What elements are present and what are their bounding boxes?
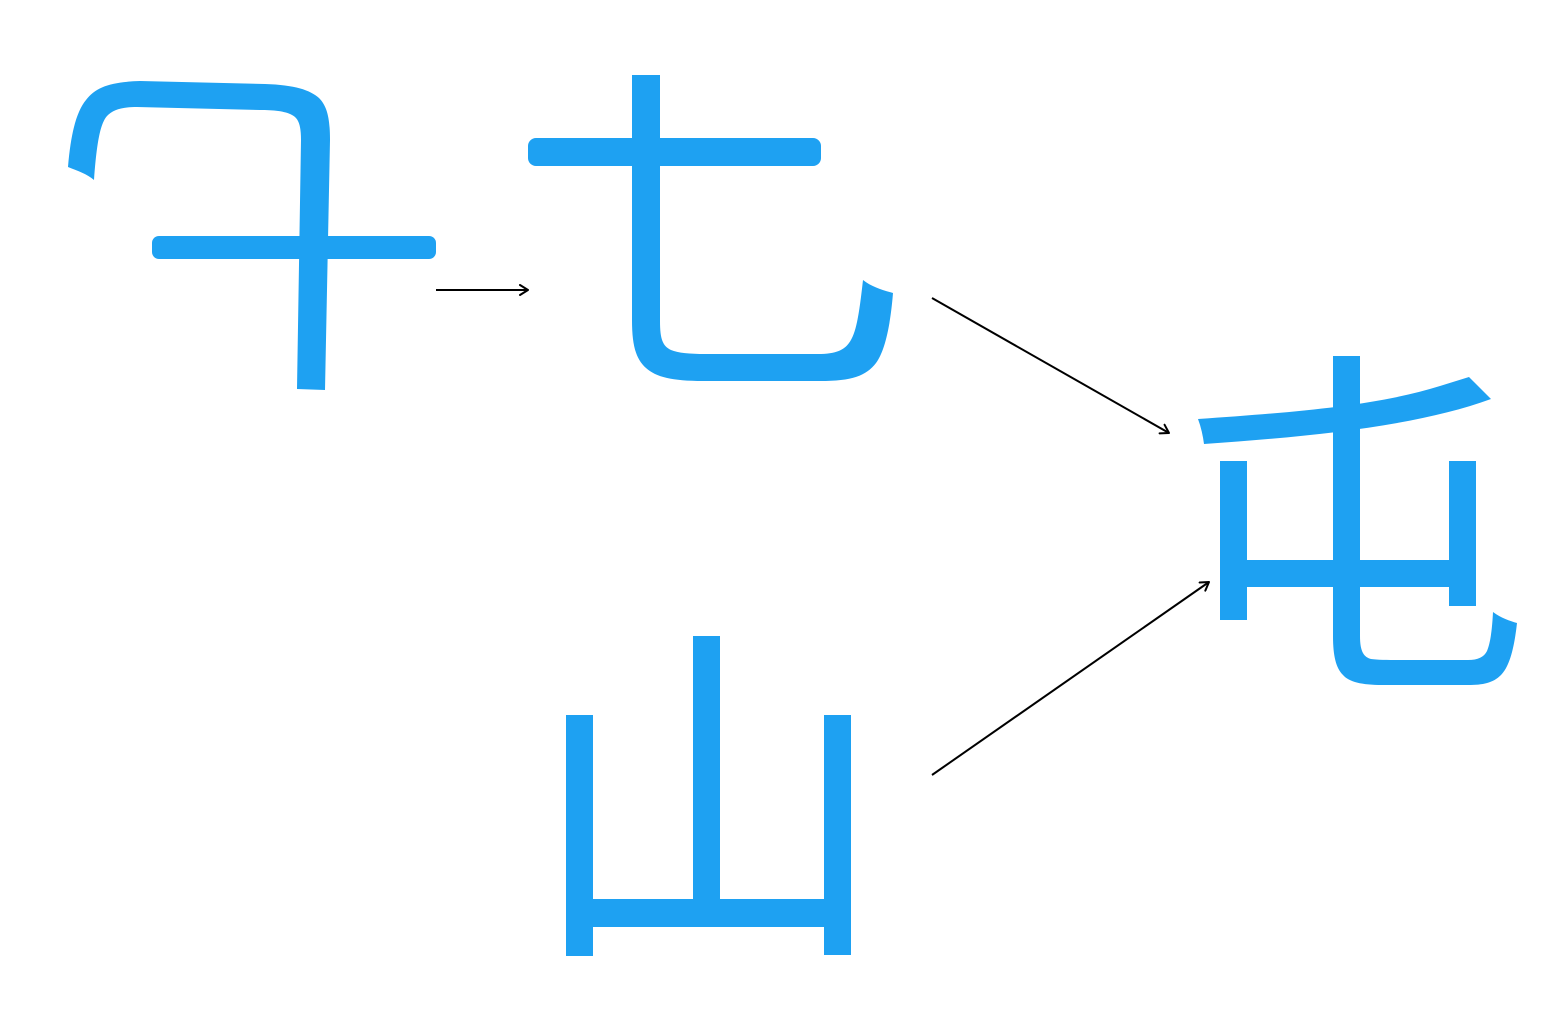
component-a-bar	[152, 236, 436, 259]
arrow-b-to-result	[931, 297, 1170, 435]
component-b-bar	[528, 138, 821, 166]
result-glyph: 屯	[1198, 356, 1517, 685]
component-a-char: 𠂉	[60, 98, 61, 101]
result-char: 屯	[1200, 398, 1201, 401]
component-a-glyph: 𠂉	[60, 81, 436, 390]
composition-arrows	[436, 284, 1210, 776]
component-c-char: 山	[570, 698, 571, 701]
component-c-shape	[566, 636, 851, 956]
component-a-hook-stroke	[68, 81, 330, 390]
component-c-glyph: 山	[566, 636, 851, 956]
arrow-c-to-result	[931, 581, 1210, 776]
result-box-stroke	[1220, 356, 1517, 685]
component-b-hook-stroke	[632, 75, 893, 381]
component-b-glyph: 七	[528, 75, 893, 381]
component-b-char: 七	[530, 98, 531, 101]
